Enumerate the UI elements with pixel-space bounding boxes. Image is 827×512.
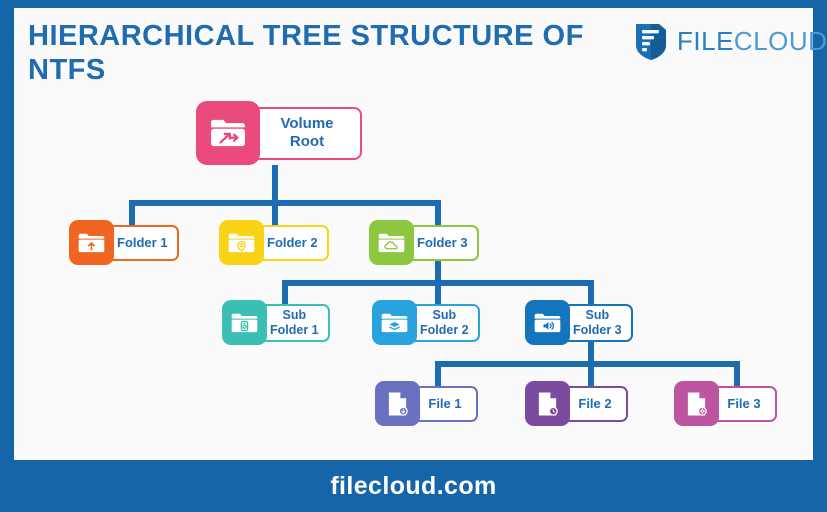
node-folder-1[interactable]: Folder 1 xyxy=(69,220,179,265)
connector-level1-bus xyxy=(129,200,441,206)
node-label-folder-3: Folder 3 xyxy=(406,224,479,261)
file-clock-icon xyxy=(525,381,570,426)
node-volume-root[interactable]: Volume Root xyxy=(196,101,362,165)
node-label-file-3: File 3 xyxy=(711,385,777,422)
page-title: HIERARCHICAL TREE STRUCTURE OF NTFS xyxy=(28,20,584,86)
connector-folder3-stem xyxy=(435,253,441,280)
node-sub-folder-3[interactable]: Sub Folder 3 xyxy=(525,300,633,345)
label-line-1: Sub xyxy=(432,307,457,322)
tree-diagram: Volume Root Folder 1 xyxy=(14,94,813,460)
node-sub-folder-2[interactable]: Sub Folder 2 xyxy=(372,300,480,345)
connector-drop-file3 xyxy=(734,361,740,387)
header: HIERARCHICAL TREE STRUCTURE OF NTFS FILE… xyxy=(14,8,827,94)
footer-bar: filecloud.com xyxy=(0,460,827,512)
label-line-1: Volume xyxy=(280,115,334,133)
connector-drop-subfolder1 xyxy=(282,280,288,306)
node-folder-2[interactable]: Folder 2 xyxy=(219,220,329,265)
connector-drop-file2 xyxy=(588,361,594,387)
folder-shortcut-icon xyxy=(196,101,260,165)
label-line-1: Sub xyxy=(282,307,307,322)
connector-root-stem xyxy=(272,165,278,200)
connector-drop-folder2 xyxy=(272,200,278,226)
connector-drop-folder3 xyxy=(435,200,441,226)
file-settings-icon xyxy=(674,381,719,426)
node-label-folder-2: Folder 2 xyxy=(256,224,329,261)
node-label-folder-1: Folder 1 xyxy=(106,224,179,261)
logo-text-file: FILE xyxy=(677,26,734,56)
folder-cloud-icon xyxy=(369,220,414,265)
filecloud-wordmark: FILECLOUD xyxy=(677,28,827,54)
folder-layers-icon xyxy=(372,300,417,345)
label-line-1: Sub xyxy=(585,307,610,322)
filecloud-logo: FILECLOUD xyxy=(634,17,827,65)
footer-website-text: filecloud.com xyxy=(330,471,497,500)
folder-speaker-icon xyxy=(525,300,570,345)
filecloud-shield-icon xyxy=(634,21,668,61)
folder-location-pin-icon xyxy=(219,220,264,265)
label-line-2: Folder 2 xyxy=(420,322,469,337)
logo-text-cloud: CLOUD xyxy=(733,26,827,56)
connector-drop-subfolder2 xyxy=(435,280,441,306)
node-file-3[interactable]: File 3 xyxy=(674,381,777,426)
connector-subfolder3-stem xyxy=(588,334,594,361)
node-sub-folder-1[interactable]: Sub Folder 1 xyxy=(222,300,330,345)
connector-drop-subfolder3 xyxy=(588,280,594,306)
node-label-file-1: File 1 xyxy=(412,385,478,422)
connector-drop-file1 xyxy=(435,361,441,387)
node-label-sub-folder-1: Sub Folder 1 xyxy=(259,303,330,342)
file-download-icon xyxy=(375,381,420,426)
node-file-1[interactable]: File 1 xyxy=(375,381,478,426)
label-line-2: Root xyxy=(289,133,325,150)
node-label-file-2: File 2 xyxy=(562,385,628,422)
label-line-2: Folder 3 xyxy=(573,322,622,337)
folder-upload-icon xyxy=(69,220,114,265)
node-file-2[interactable]: File 2 xyxy=(525,381,628,426)
infographic-canvas: HIERARCHICAL TREE STRUCTURE OF NTFS FILE… xyxy=(14,8,827,460)
node-folder-3[interactable]: Folder 3 xyxy=(369,220,479,265)
label-line-2: Folder 1 xyxy=(270,322,319,337)
connector-level3-bus xyxy=(435,361,740,367)
folder-audio-icon xyxy=(222,300,267,345)
node-label-sub-folder-3: Sub Folder 3 xyxy=(562,303,633,342)
connector-drop-folder1 xyxy=(129,200,135,226)
node-label-volume-root: Volume Root xyxy=(252,106,362,160)
node-label-sub-folder-2: Sub Folder 2 xyxy=(409,303,480,342)
